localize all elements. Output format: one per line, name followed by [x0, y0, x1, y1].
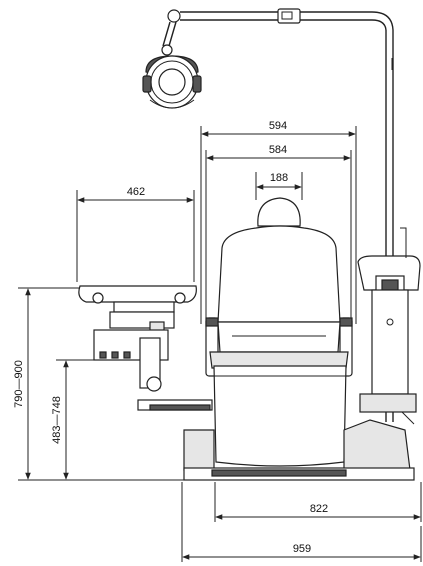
dim-headrest: 188: [255, 172, 303, 200]
spittoon-unit-icon: [357, 227, 421, 425]
dim-label-584: 584: [269, 144, 287, 156]
operating-lamp-icon: [142, 55, 202, 109]
dim-label-822: 822: [310, 503, 328, 515]
dim-overall-depth: 959: [181, 482, 422, 562]
dim-label-483-748: 483—748: [51, 396, 63, 444]
dim-label-790-900: 790—900: [13, 360, 25, 408]
dim-label-959: 959: [293, 543, 311, 555]
dim-label-188: 188: [270, 172, 288, 184]
dim-label-462: 462: [127, 186, 145, 198]
lamp-arm: [161, 8, 394, 422]
dim-top-outer: 594: [200, 120, 357, 324]
dim-label-594: 594: [269, 120, 287, 132]
dim-base-depth: 822: [214, 482, 422, 522]
dim-top-inner: 584: [205, 144, 352, 318]
dim-height-inner: 483—748: [51, 359, 94, 480]
instrument-tray-icon: [24, 285, 213, 411]
dental-chair-icon: [183, 197, 415, 481]
dim-tray: 462: [76, 186, 195, 282]
dim-height-outer: 790—900: [13, 287, 210, 481]
